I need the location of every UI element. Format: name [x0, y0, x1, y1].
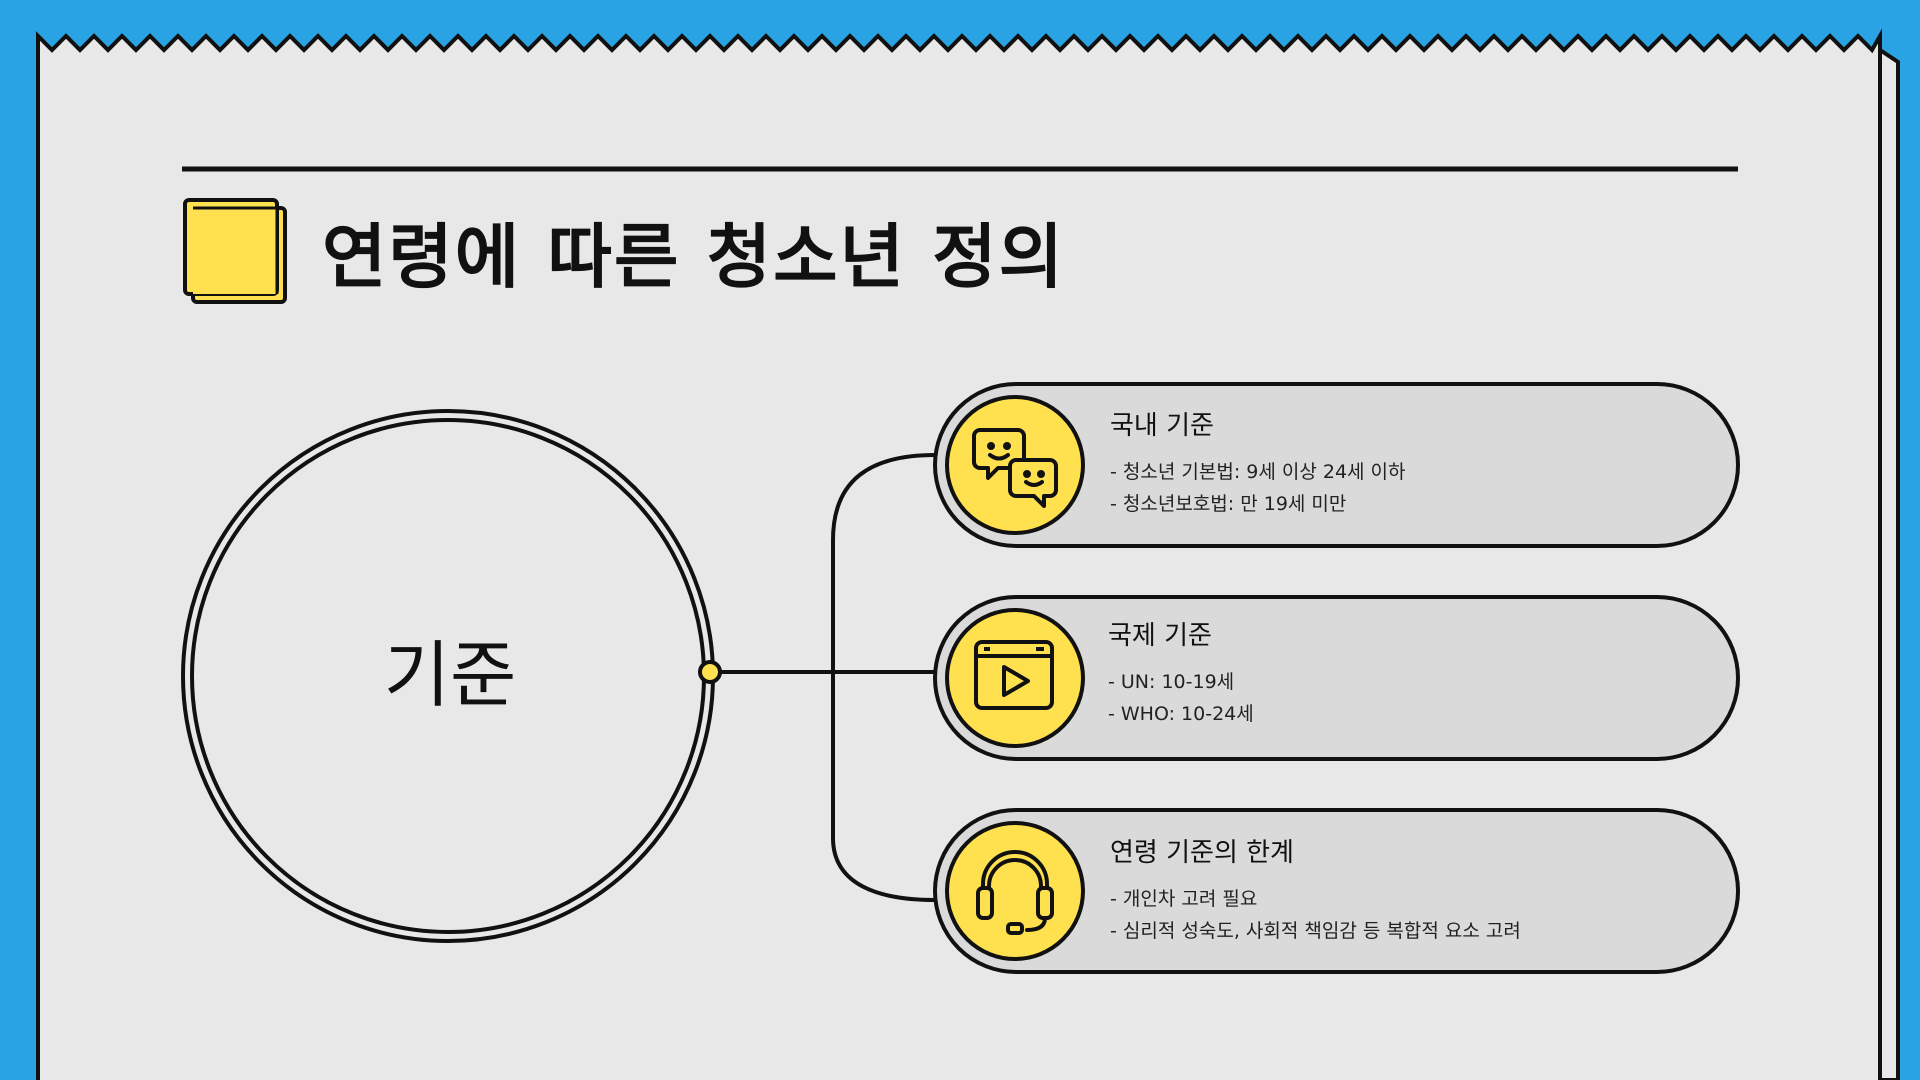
chat-smiley-icon [972, 428, 1058, 508]
card-limits-line-2: - 심리적 성숙도, 사회적 책임감 등 복합적 요소 고려 [1110, 920, 1521, 942]
card-international-title: 국제 기준 [1108, 621, 1212, 651]
card-domestic-title: 국내 기준 [1110, 411, 1214, 441]
page-title: 연령에 따른 청소년 정의 [322, 215, 1066, 298]
card-limits-title: 연령 기준의 한계 [1110, 838, 1294, 868]
card-domestic-line-2: - 청소년보호법: 만 19세 미만 [1110, 493, 1347, 515]
connector-node [698, 660, 722, 684]
headset-icon [976, 850, 1054, 935]
card-limits-line-1: - 개인차 고려 필요 [1110, 888, 1258, 910]
connector-lines [710, 453, 936, 902]
card-domestic-line-1: - 청소년 기본법: 9세 이상 24세 이하 [1110, 461, 1406, 483]
center-circle [181, 409, 715, 943]
title-square-icon [183, 198, 287, 304]
card-international [933, 595, 1740, 761]
video-play-icon [974, 640, 1054, 710]
card-international-line-1: - UN: 10-19세 [1108, 671, 1235, 693]
center-label: 기준 [383, 633, 517, 717]
card-international-line-2: - WHO: 10-24세 [1108, 703, 1254, 725]
card-limits [933, 808, 1740, 974]
card-domestic [933, 382, 1740, 548]
